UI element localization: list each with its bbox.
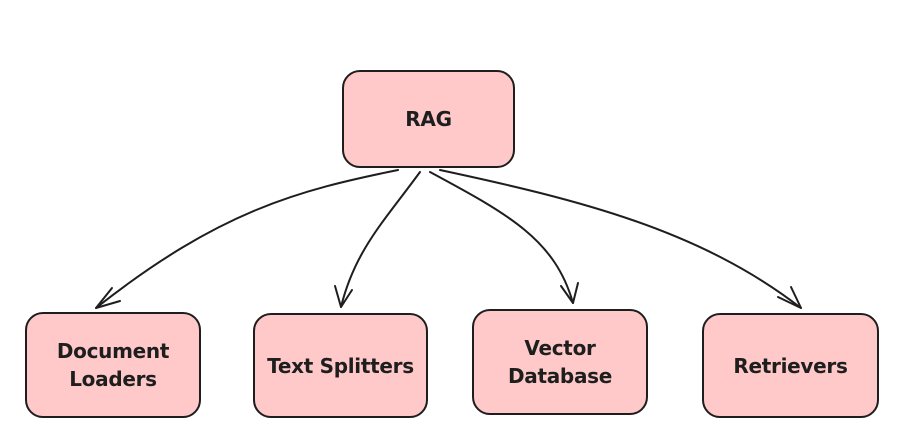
arrow-rag-to-retrievers bbox=[439, 169, 802, 309]
rag-node: RAG bbox=[342, 70, 515, 168]
arrowhead-vector-database bbox=[560, 282, 579, 304]
vector-database-label-line-1: Vector bbox=[524, 336, 596, 360]
arrowhead-document-loaders bbox=[95, 287, 121, 309]
document-loaders-label-line-2: Loaders bbox=[69, 367, 157, 391]
retrievers-label: Retrievers bbox=[733, 353, 848, 378]
arrowhead-retrievers bbox=[777, 286, 802, 309]
text-splitters-label: Text Splitters bbox=[267, 353, 414, 378]
rag-node-label: RAG bbox=[405, 107, 452, 131]
arrow-rag-to-vector-database bbox=[429, 171, 574, 304]
arrowhead-text-splitters bbox=[334, 285, 353, 308]
arrow-rag-to-text-splitters bbox=[340, 171, 421, 308]
retrievers-node: Retrievers bbox=[702, 313, 879, 418]
text-splitters-node: Text Splitters bbox=[253, 313, 428, 418]
document-loaders-node: Document Loaders bbox=[25, 312, 201, 418]
document-loaders-label-line-1: Document bbox=[56, 339, 170, 363]
vector-database-label-line-2: Database bbox=[507, 364, 613, 388]
arrow-rag-to-document-loaders bbox=[95, 169, 399, 309]
vector-database-node: Vector Database bbox=[472, 309, 648, 415]
